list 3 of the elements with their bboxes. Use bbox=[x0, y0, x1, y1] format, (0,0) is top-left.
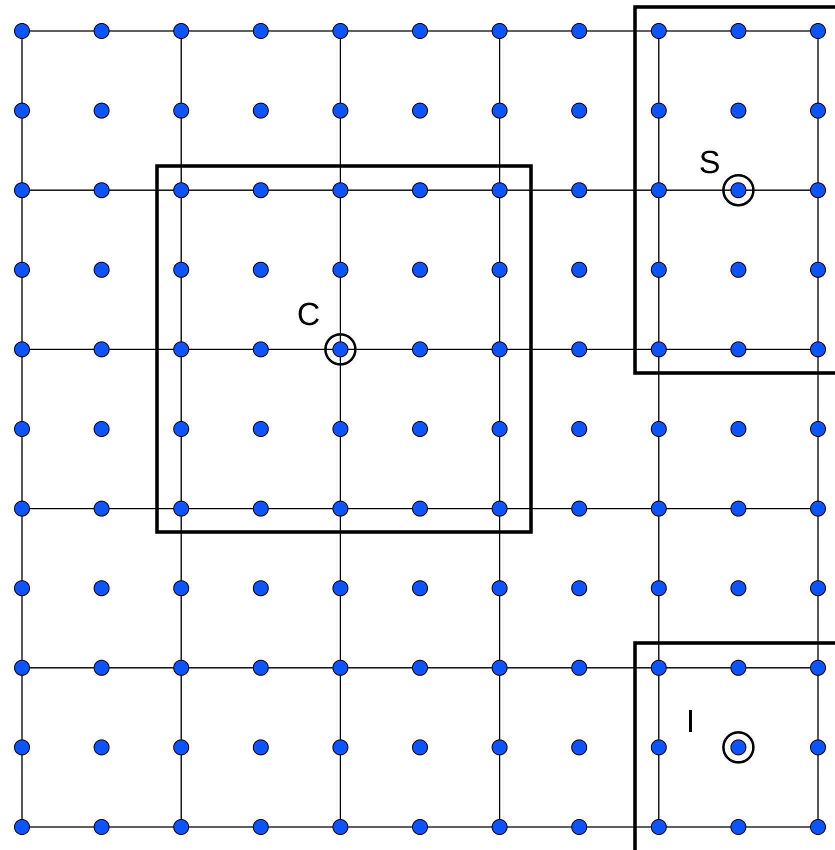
site-label: C bbox=[297, 298, 320, 330]
site-label: S bbox=[699, 146, 720, 178]
site-label: I bbox=[686, 705, 695, 737]
